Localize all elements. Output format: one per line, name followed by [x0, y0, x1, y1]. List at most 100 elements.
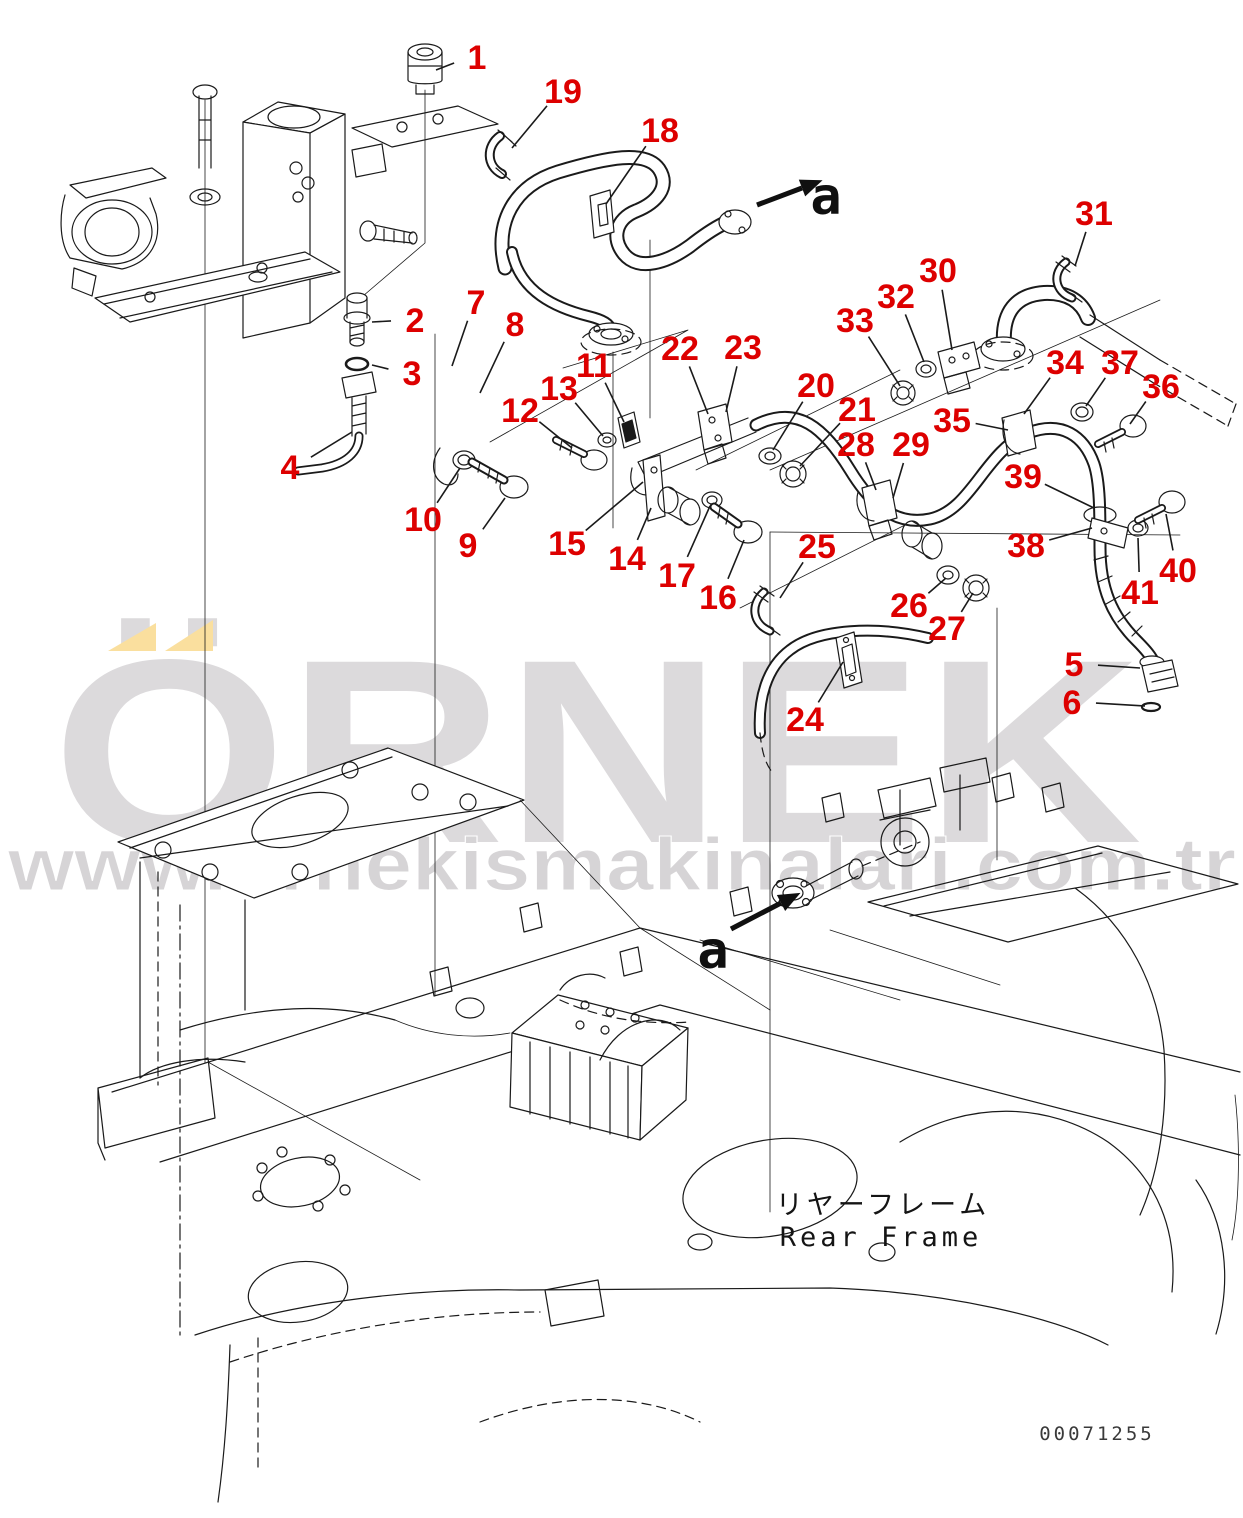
leader-line-19	[511, 105, 548, 149]
elbow-assembly-right	[890, 255, 1237, 427]
view-arrow-head-1	[798, 179, 823, 197]
callout-41: 41	[1121, 574, 1159, 612]
watermark-umlaut-triangle-left	[108, 623, 156, 651]
leader-line-39	[1044, 483, 1095, 509]
leader-line-22	[688, 366, 709, 415]
leader-line-27	[960, 592, 974, 613]
callout-5: 5	[1065, 646, 1084, 684]
leader-line-33	[867, 336, 901, 387]
leader-line-32	[904, 314, 925, 363]
leader-line-4	[310, 431, 353, 458]
callout-38: 38	[1007, 527, 1045, 565]
view-arrow-shaft-1	[756, 185, 803, 208]
leader-line-24	[817, 661, 844, 703]
callout-14: 14	[608, 540, 646, 578]
view-label-2: a	[697, 921, 728, 981]
callout-24: 24	[786, 701, 824, 739]
tube-lower	[750, 585, 934, 773]
leader-line-26	[927, 577, 947, 594]
pipe-run-upper	[637, 403, 1179, 713]
leader-line-35	[975, 422, 1009, 431]
leader-line-6	[1095, 702, 1146, 707]
callout-22: 22	[661, 330, 699, 368]
leader-line-31	[1074, 231, 1087, 267]
leader-line-2	[371, 320, 392, 323]
leader-line-13	[574, 402, 604, 437]
mount-bracket-assembly	[60, 84, 499, 339]
leader-line-25	[779, 561, 804, 599]
callout-21: 21	[838, 391, 876, 429]
leader-line-34	[1023, 377, 1051, 415]
callout-30: 30	[919, 252, 957, 290]
leader-line-9	[482, 497, 506, 530]
callout-25: 25	[798, 528, 836, 566]
callout-4: 4	[281, 449, 300, 487]
callout-26: 26	[890, 587, 928, 625]
part-sensor-and-tube	[293, 292, 377, 476]
callout-32: 32	[877, 278, 915, 316]
callout-2: 2	[406, 302, 425, 340]
callout-40: 40	[1159, 552, 1197, 590]
callout-23: 23	[724, 329, 762, 367]
callout-17: 17	[658, 557, 696, 595]
leader-line-7	[451, 320, 469, 367]
leader-line-14	[636, 507, 652, 541]
frame-label-english: Rear Frame	[780, 1222, 983, 1253]
callout-10: 10	[404, 501, 442, 539]
drawing-number: 00071255	[1039, 1423, 1155, 1445]
line-art	[60, 43, 1241, 1503]
callout-9: 9	[459, 527, 478, 565]
leader-line-41	[1137, 537, 1140, 573]
callout-29: 29	[892, 426, 930, 464]
rear-frame-art	[97, 747, 1241, 1503]
leader-line-30	[941, 289, 953, 351]
leader-line-37	[1085, 377, 1106, 407]
callout-19: 19	[544, 73, 582, 111]
callout-35: 35	[933, 402, 971, 440]
hose-assembly-top	[484, 129, 752, 356]
callout-33: 33	[836, 302, 874, 340]
callout-12: 12	[501, 392, 539, 430]
leader-line-3	[371, 364, 389, 370]
leader-line-11	[604, 382, 625, 423]
leader-line-10	[436, 467, 461, 504]
text-layer: リヤーフレーム Rear Frame 00071255	[776, 1190, 1155, 1445]
callout-18: 18	[641, 112, 679, 150]
leader-line-15	[585, 481, 644, 532]
callout-8: 8	[506, 306, 525, 344]
leader-line-21	[799, 422, 841, 467]
leader-line-12	[538, 421, 573, 449]
frame-label-japanese: リヤーフレーム	[776, 1190, 991, 1221]
leader-line-16	[727, 539, 745, 580]
leader-line-28	[864, 462, 877, 491]
leader-line-23	[725, 366, 738, 413]
leader-line-1	[435, 62, 455, 71]
callout-28: 28	[837, 426, 875, 464]
callout-20: 20	[797, 367, 835, 405]
view-label-1: a	[810, 167, 841, 227]
callout-11: 11	[576, 347, 612, 385]
callout-3: 3	[403, 355, 422, 393]
callout-1: 1	[468, 39, 487, 77]
watermark-umlaut-triangle-right	[165, 620, 213, 651]
leader-line-36	[1129, 401, 1147, 425]
leader-line-20	[772, 401, 804, 451]
leader-line-8	[479, 341, 505, 394]
callout-37: 37	[1101, 344, 1139, 382]
callout-16: 16	[699, 579, 737, 617]
callout-31: 31	[1075, 195, 1113, 233]
leader-line-38	[1049, 527, 1093, 541]
view-arrow-shaft-2	[729, 900, 783, 932]
callout-15: 15	[548, 525, 586, 563]
callout-27: 27	[928, 610, 966, 648]
view-arrow-head-2	[776, 892, 801, 911]
leader-line-40	[1165, 513, 1174, 551]
leader-line-18	[605, 145, 647, 205]
callout-13: 13	[540, 370, 578, 408]
leader-line-5	[1097, 664, 1141, 669]
part-breather-cap	[407, 43, 443, 95]
callout-36: 36	[1142, 368, 1180, 406]
callout-34: 34	[1046, 344, 1084, 382]
